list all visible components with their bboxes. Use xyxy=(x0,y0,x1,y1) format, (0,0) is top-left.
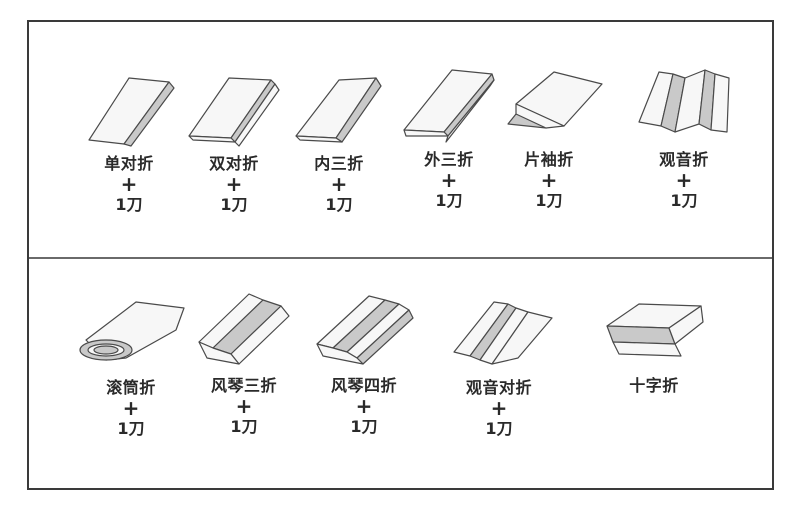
cut-count: 1刀 xyxy=(435,191,463,210)
fold-item-guanyin: 观音折 + 1刀 xyxy=(624,66,744,212)
plus-sign: + xyxy=(225,172,243,196)
fold-item-sleeve: 片袖折 + 1刀 xyxy=(489,66,609,212)
plus-sign: + xyxy=(675,168,693,192)
single-fold-icon xyxy=(88,77,175,147)
cut-count: 1刀 xyxy=(485,419,513,438)
cut-count: 1刀 xyxy=(535,191,563,210)
cut-count: 1刀 xyxy=(325,195,353,214)
fold-item-cross: 十字折 xyxy=(594,292,714,396)
plus-sign: + xyxy=(120,172,138,196)
fold-label: 内三折 xyxy=(314,154,364,173)
double-fold-icon xyxy=(188,77,280,147)
cut-count: 1刀 xyxy=(115,195,143,214)
fold-item-accordion-4: 风琴四折 + 1刀 xyxy=(304,292,424,438)
cut-count: 1刀 xyxy=(117,419,145,438)
accordion-trifold-icon xyxy=(198,293,290,365)
outer-trifold-icon xyxy=(403,69,495,143)
inner-trifold-icon xyxy=(295,77,382,143)
fold-item-inner-tri: 内三折 + 1刀 xyxy=(279,70,399,216)
fold-item-double: 双对折 + 1刀 xyxy=(174,70,294,216)
fold-label: 风琴四折 xyxy=(330,376,397,395)
fold-label: 风琴三折 xyxy=(210,376,277,395)
cross-fold-icon xyxy=(606,303,704,357)
fold-types-panel: 单对折 + 1刀 双对折 + 1刀 内三折 + 1刀 外三折 + xyxy=(27,20,774,490)
fold-item-accordion-3: 风琴三折 + 1刀 xyxy=(184,292,304,438)
fold-label: 十字折 xyxy=(629,376,679,395)
cut-count: 1刀 xyxy=(670,191,698,210)
plus-sign: + xyxy=(490,396,508,420)
roll-fold-icon xyxy=(79,301,185,361)
plus-sign: + xyxy=(330,172,348,196)
gate-fold-icon xyxy=(638,69,730,133)
double-gate-fold-icon xyxy=(453,301,553,365)
accordion-fourfold-icon xyxy=(316,295,414,365)
plus-sign: + xyxy=(122,396,140,420)
fold-label: 外三折 xyxy=(424,150,474,169)
fold-label: 片袖折 xyxy=(524,150,574,169)
plus-sign: + xyxy=(540,168,558,192)
fold-item-outer-tri: 外三折 + 1刀 xyxy=(389,66,509,212)
fold-label: 观音对折 xyxy=(465,378,532,397)
plus-sign: + xyxy=(355,394,373,418)
fold-item-guanyin-double: 观音对折 + 1刀 xyxy=(439,294,559,440)
fold-label: 观音折 xyxy=(659,150,709,169)
fold-label: 双对折 xyxy=(209,154,259,173)
fold-item-single: 单对折 + 1刀 xyxy=(69,70,189,216)
fold-label: 单对折 xyxy=(104,154,154,173)
row-divider xyxy=(29,257,772,259)
plus-sign: + xyxy=(235,394,253,418)
plus-sign: + xyxy=(440,168,458,192)
fold-item-roll: 滚筒折 + 1刀 xyxy=(71,294,191,440)
cut-count: 1刀 xyxy=(230,417,258,436)
cut-count: 1刀 xyxy=(350,417,378,436)
cut-count: 1刀 xyxy=(220,195,248,214)
sleeve-fold-icon xyxy=(507,71,603,129)
fold-label: 滚筒折 xyxy=(106,378,156,397)
